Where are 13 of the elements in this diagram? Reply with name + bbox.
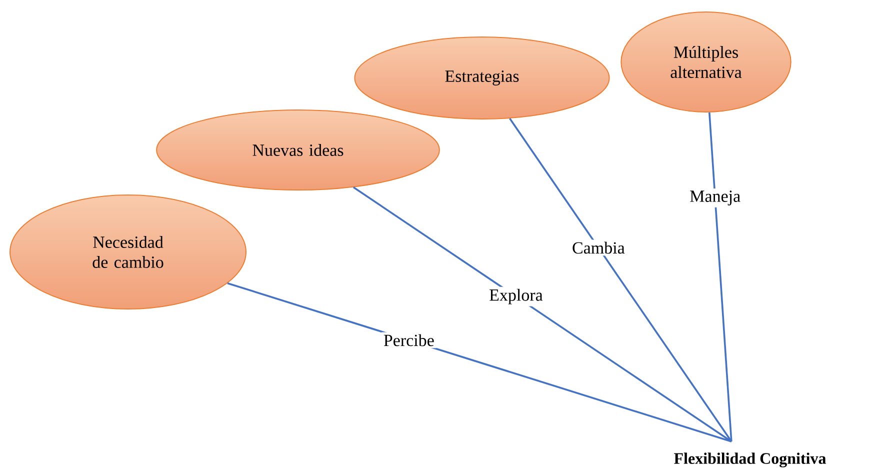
- edge-label: Explora: [490, 288, 543, 304]
- edge-label: Cambia: [572, 242, 625, 254]
- connector-line: [352, 186, 732, 442]
- edge-label: Maneja: [690, 190, 740, 206]
- connector-line: [227, 282, 732, 442]
- ellipse-node: Nuevas ideas: [156, 110, 440, 190]
- ellipse-node: Múltiples alternativa: [620, 12, 792, 112]
- edge-label: Percibe: [384, 334, 434, 346]
- ellipse-node: Necesidad de cambio: [10, 194, 246, 310]
- ellipse-node: Estrategias: [354, 36, 610, 120]
- concept-label: Flexibilidad Cognitiva: [674, 452, 826, 468]
- connector-line: [509, 118, 732, 442]
- connector-line: [708, 112, 732, 442]
